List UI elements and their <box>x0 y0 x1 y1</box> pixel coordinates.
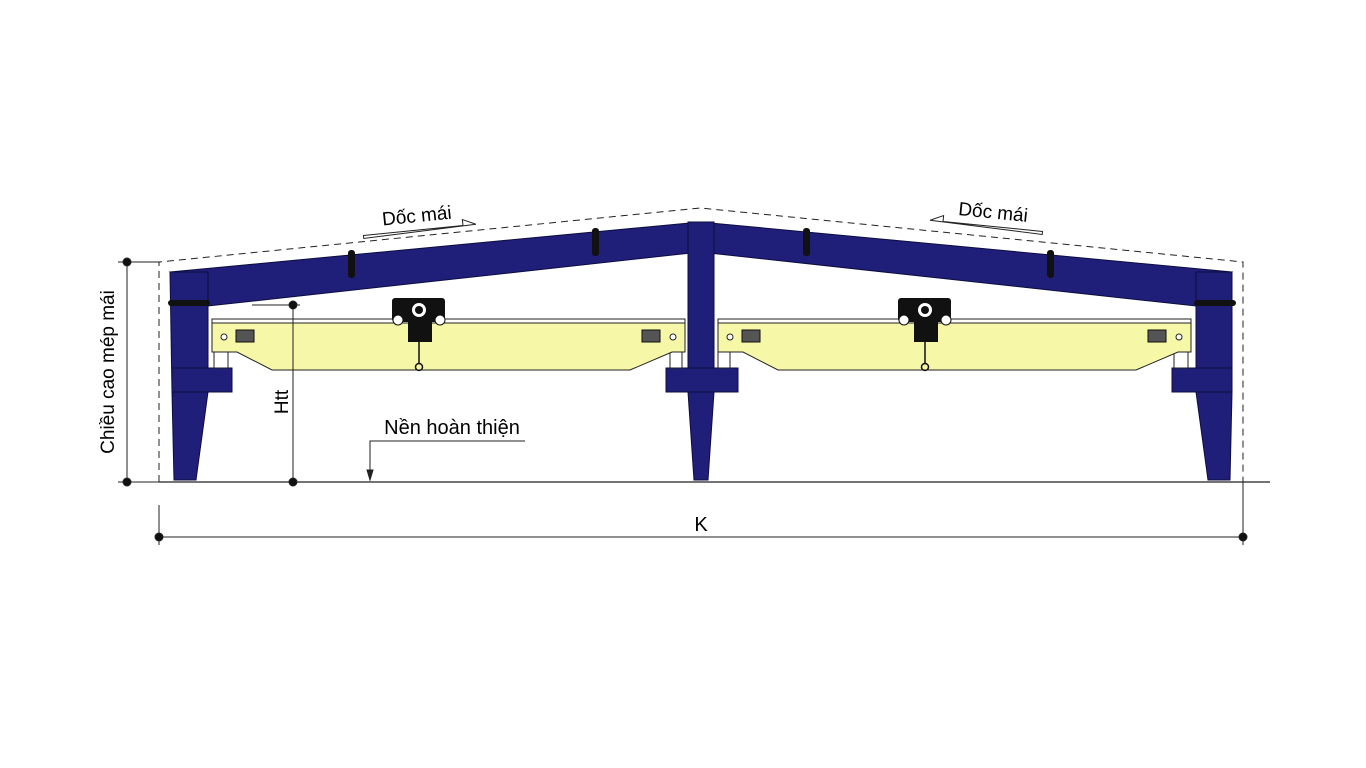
steel-frame <box>168 221 1234 481</box>
finished-floor-label: Nền hoàn thiện <box>384 417 520 439</box>
center-column <box>687 221 715 481</box>
finished-floor-leader <box>366 440 525 482</box>
right-rafter <box>699 221 1234 307</box>
crane-height-label: Htt <box>272 389 293 414</box>
crane-brackets <box>213 347 1189 369</box>
eave-height-dimension <box>118 257 159 487</box>
roof-slope-left-label: Dốc mái <box>381 203 452 231</box>
roof-slope-left-arrow <box>362 218 477 239</box>
span-dimension <box>154 482 1248 545</box>
center-corbel <box>665 367 739 393</box>
span-label: K <box>694 514 708 536</box>
left-corbel <box>171 367 233 393</box>
roof-envelope-outline <box>158 207 1244 482</box>
left-overhead-crane <box>211 297 686 372</box>
splice-plates <box>168 228 1236 306</box>
roof-slope-right-arrow <box>929 214 1044 235</box>
roof-slope-right-label: Dốc mái <box>957 199 1028 227</box>
right-overhead-crane <box>717 297 1192 372</box>
right-corbel <box>1171 367 1233 393</box>
crane-height-dimension <box>252 300 300 487</box>
eave-height-label: Chiều cao mép mái <box>98 290 119 454</box>
